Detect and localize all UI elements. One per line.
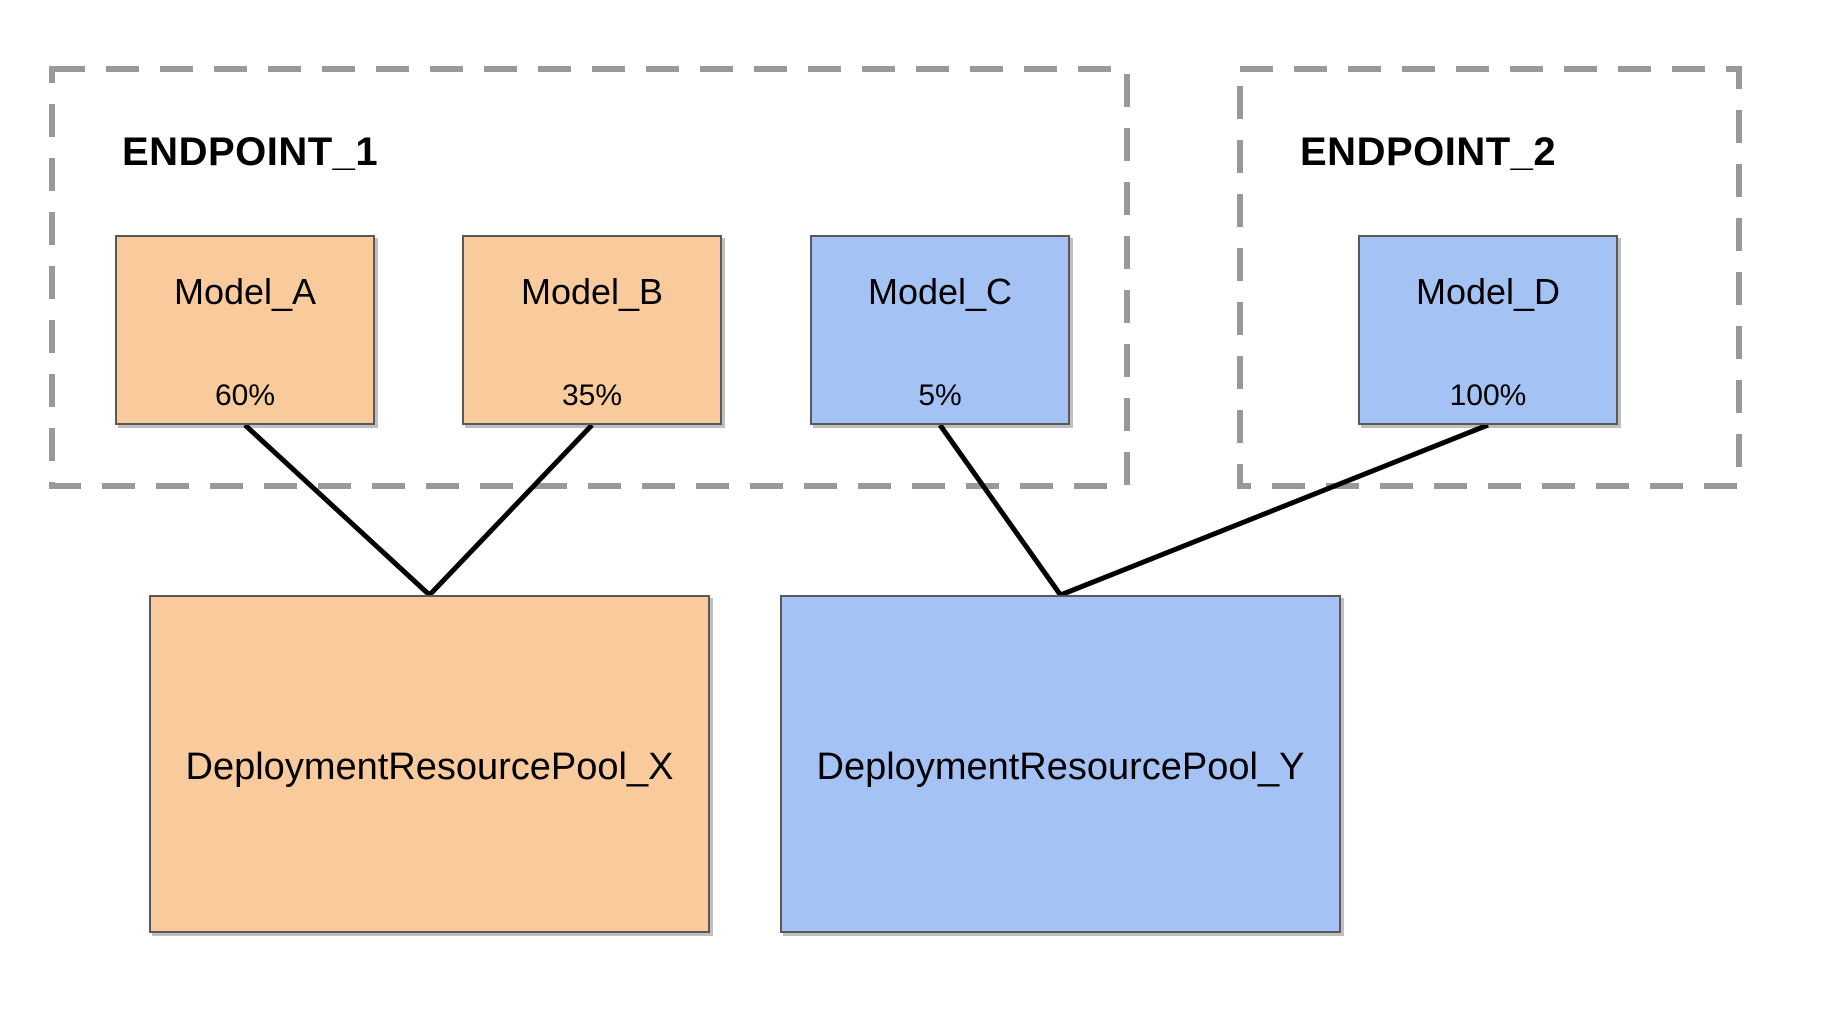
connector-model_a-to-pool_x <box>243 423 432 597</box>
model-a-traffic-split: 60% <box>214 379 276 412</box>
model-c-node: Model_C 5% <box>810 235 1070 425</box>
model-b-node: Model_B 35% <box>462 235 722 425</box>
model-c-name: Model_C <box>867 271 1013 312</box>
connector-model_d-to-pool_y <box>1059 422 1489 598</box>
model-a-name: Model_A <box>173 271 317 312</box>
deployment-resource-pool-y-name: DeploymentResourcePool_Y <box>816 745 1305 788</box>
deployment-resource-pool-y-node: DeploymentResourcePool_Y <box>780 595 1341 933</box>
model-d-traffic-split: 100% <box>1449 379 1527 412</box>
deployment-resource-pool-x-name: DeploymentResourcePool_X <box>185 745 674 788</box>
deployment-resource-pool-x-node: DeploymentResourcePool_X <box>149 595 710 933</box>
connector-model_b-to-pool_x <box>427 423 594 597</box>
model-c-traffic-split: 5% <box>918 379 962 412</box>
model-a-node: Model_A 60% <box>115 235 375 425</box>
connector-model_c-to-pool_y <box>937 423 1063 597</box>
model-b-name: Model_B <box>520 271 664 312</box>
model-b-traffic-split: 35% <box>561 379 623 412</box>
endpoint-1-label: ENDPOINT_1 <box>122 130 379 174</box>
endpoint-2-label: ENDPOINT_2 <box>1300 130 1557 174</box>
model-d-name: Model_D <box>1415 271 1561 312</box>
model-d-node: Model_D 100% <box>1358 235 1618 425</box>
